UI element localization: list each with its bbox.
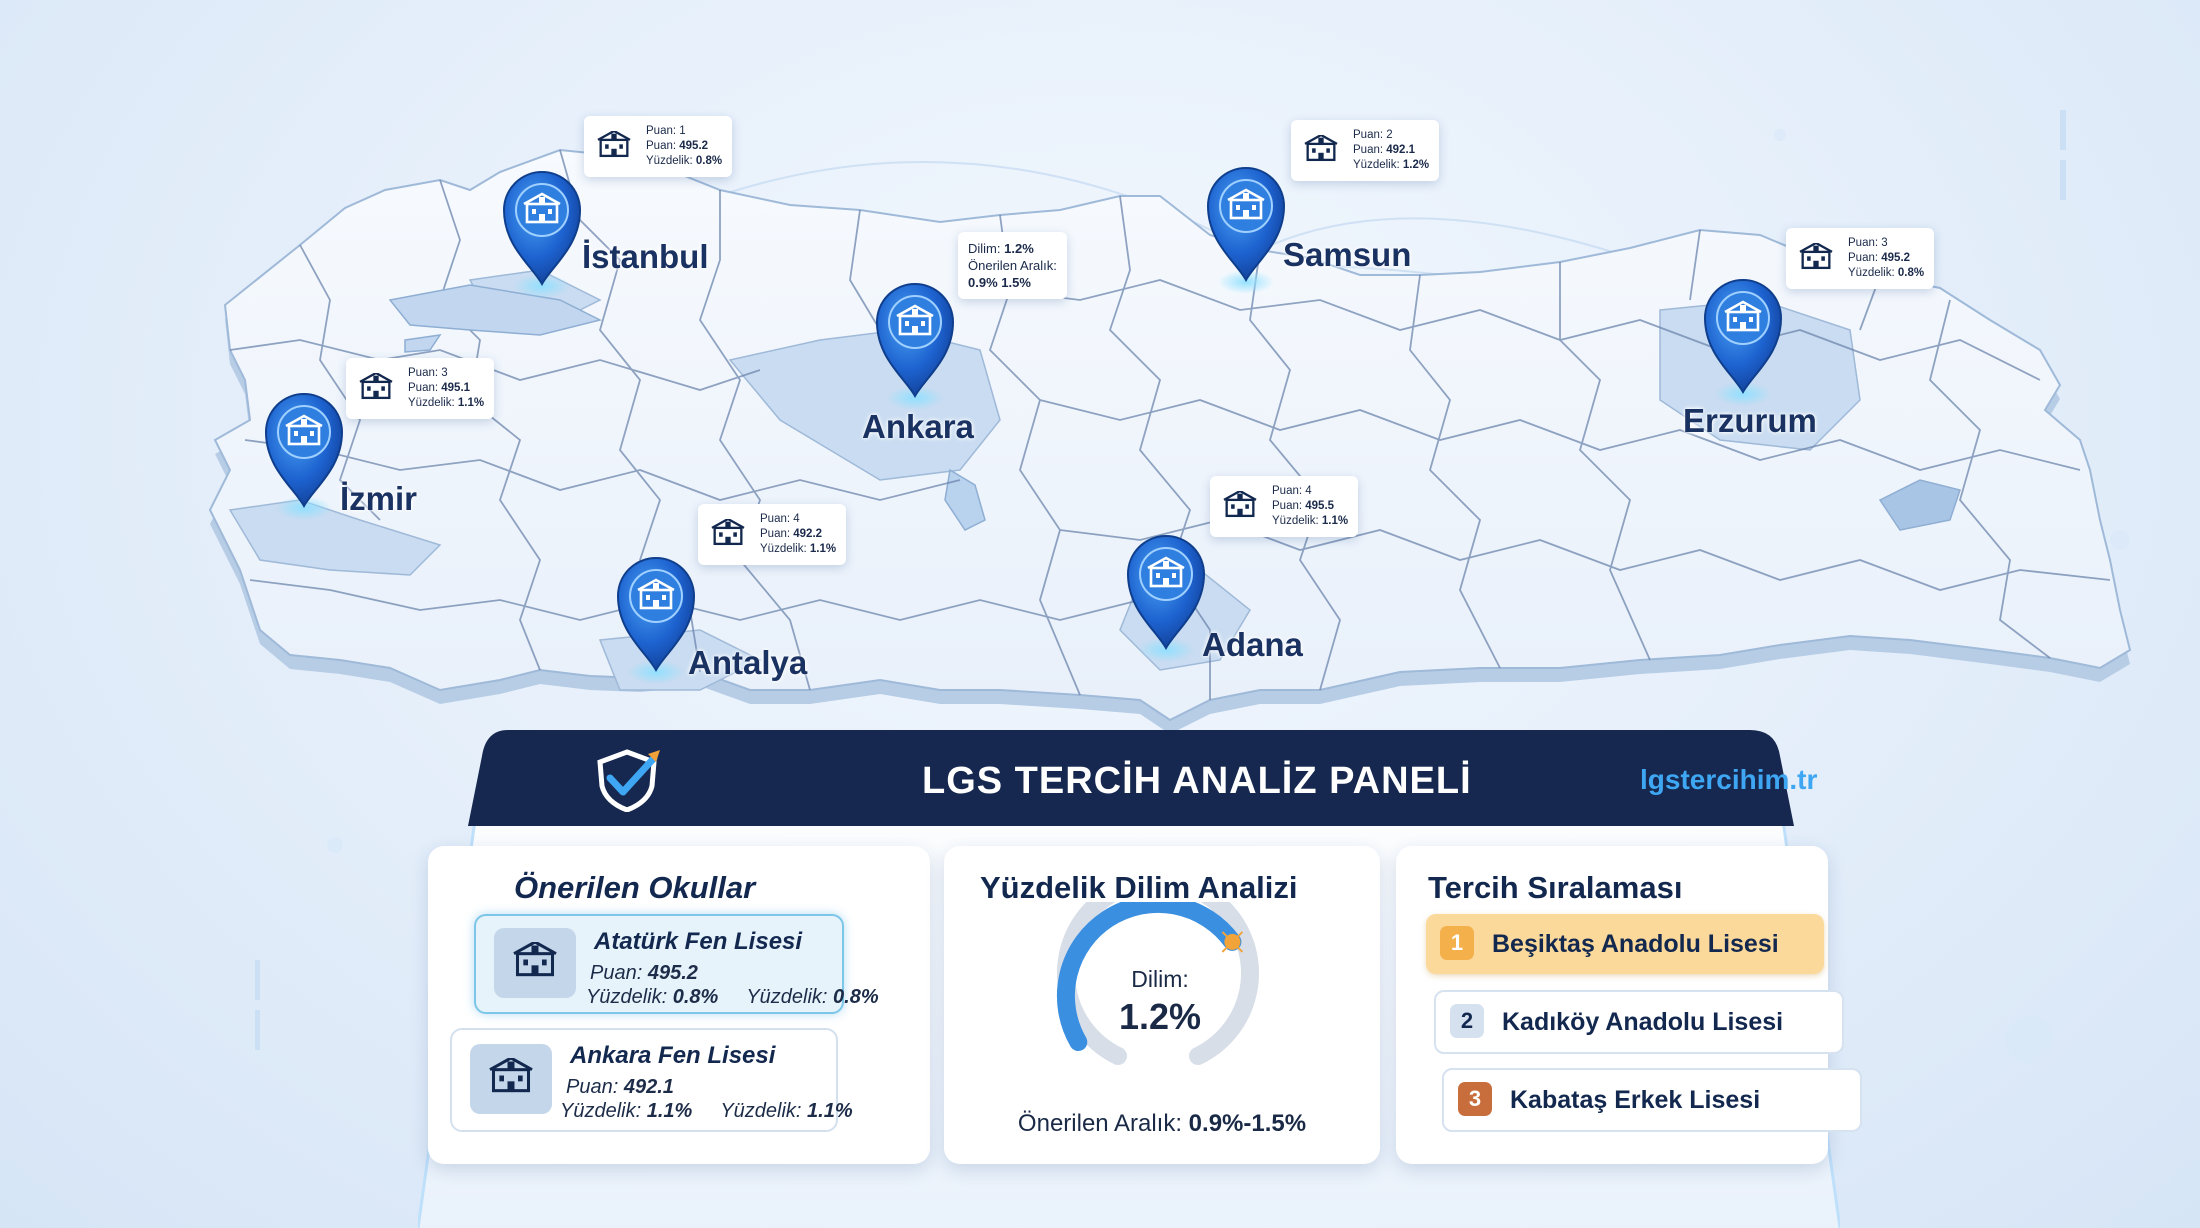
rank-label: Kabataş Erkek Lisesi — [1510, 1086, 1761, 1114]
callout-line-2: Puan: 495.1 — [408, 382, 471, 394]
callout-samsun: Puan: 2 Puan: 492.1 Yüzdelik: 1.2% — [1291, 120, 1440, 181]
ranking-item-2[interactable]: 2 Kadıköy Anadolu Lisesi — [1434, 990, 1844, 1054]
city-label-istanbul: İstanbul — [582, 238, 709, 275]
callout-line-1: Puan: 4 — [1272, 485, 1312, 497]
school-item-1[interactable]: Atatürk Fen Lisesi Puan: 495.2 Yüzdelik:… — [474, 914, 879, 1014]
callout-line-3: Yüzdelik: 1.1% — [760, 543, 837, 555]
callout-line-1: Puan: 2 — [1353, 129, 1393, 141]
ranking-item-3[interactable]: 3 Kabataş Erkek Lisesi — [1442, 1068, 1862, 1132]
city-label-erzurum: Erzurum — [1683, 402, 1817, 439]
callout-line-2: Puan: 495.2 — [1848, 252, 1911, 264]
school-name: Atatürk Fen Lisesi — [594, 928, 803, 955]
recommended-range: Önerilen Aralık: 0.9%-1.5% — [1017, 1110, 1307, 1137]
ranking-item-1[interactable]: 1 Beşiktaş Anadolu Lisesi — [1426, 914, 1824, 974]
percentile-analysis-card: Yüzdelik Dilim Analizi Dilim: 1.2% Öneri… — [944, 846, 1380, 1164]
callout-line-3: Yüzdelik: 1.1% — [1272, 515, 1349, 527]
callout-erzurum: Puan: 3 Puan: 495.2 Yüzdelik: 0.8% — [1786, 228, 1935, 289]
card-title: Tercih Sıralaması — [1428, 870, 1683, 905]
card-title: Önerilen Okullar — [514, 870, 756, 905]
rank-number: 3 — [1458, 1082, 1492, 1116]
gauge-marker — [1221, 931, 1244, 953]
card-title: Yüzdelik Dilim Analizi — [980, 870, 1298, 905]
city-label-adana: Adana — [1202, 626, 1303, 663]
pin-ankara[interactable] — [875, 283, 955, 410]
recommended-schools-card: Önerilen Okullar Atatürk Fen Lisesi Puan… — [428, 846, 930, 1164]
callout-line-1: Puan: 4 — [760, 513, 800, 525]
callout-istanbul: Puan: 1 Puan: 495.2 Yüzdelik: 0.8% — [584, 116, 733, 177]
school-building-icon — [494, 928, 576, 998]
callout-line-1: Puan: 3 — [1848, 237, 1888, 249]
callout-ankara: Dilim: 1.2% Önerilen Aralık: 0.9% 1.5% — [958, 232, 1067, 299]
callout-line-1: Dilim: 1.2% — [968, 241, 1034, 256]
school-building-icon — [597, 130, 631, 157]
school-item-2[interactable]: Ankara Fen Lisesi Puan: 492.1 Yüzdelik: … — [450, 1028, 853, 1132]
callout-line-1: Puan: 3 — [408, 367, 448, 379]
callout-line-3: Yüzdelik: 1.2% — [1353, 159, 1430, 171]
pin-istanbul[interactable] — [502, 171, 582, 298]
school-building-icon — [359, 372, 393, 399]
panel-header: LGS TERCİH ANALİZ PANELİ lgstercihim.tr — [482, 730, 1817, 826]
map-pins — [264, 167, 1783, 684]
city-label-izmir: İzmir — [340, 480, 418, 517]
pin-erzurum[interactable] — [1703, 279, 1783, 406]
school-percentile: Yüzdelik: 0.8%Yüzdelik: 0.8% — [586, 986, 879, 1008]
school-score: Puan: 492.1 — [566, 1076, 674, 1098]
shield-check-logo-icon — [597, 749, 660, 812]
pin-izmir[interactable] — [264, 393, 344, 520]
panel-title: LGS TERCİH ANALİZ PANELİ — [922, 760, 1472, 802]
callout-line-3: Yüzdelik: 1.1% — [408, 397, 485, 409]
rank-label: Kadıköy Anadolu Lisesi — [1502, 1008, 1784, 1036]
school-percentile: Yüzdelik: 1.1%Yüzdelik: 1.1% — [560, 1100, 853, 1122]
callout-line-3: Yüzdelik: 0.8% — [646, 155, 723, 167]
callout-adana: Puan: 4 Puan: 495.5 Yüzdelik: 1.1% — [1210, 476, 1359, 537]
rank-label: Beşiktaş Anadolu Lisesi — [1492, 930, 1779, 958]
city-label-ankara: Ankara — [862, 408, 974, 445]
callout-izmir: Puan: 3 Puan: 495.1 Yüzdelik: 1.1% — [346, 358, 495, 419]
callout-line-2: Önerilen Aralık: — [968, 258, 1057, 273]
school-score: Puan: 495.2 — [590, 962, 698, 984]
pin-antalya[interactable] — [616, 557, 696, 684]
dilim-label: Dilim: — [1131, 966, 1189, 992]
callout-line-1: Puan: 1 — [646, 125, 686, 137]
callout-line-2: Puan: 495.2 — [646, 140, 709, 152]
rank-number: 2 — [1450, 1004, 1484, 1038]
school-building-icon — [1223, 490, 1257, 517]
school-building-icon — [470, 1044, 552, 1114]
callout-line-2: Puan: 492.1 — [1353, 144, 1416, 156]
site-link[interactable]: lgstercihim.tr — [1640, 764, 1818, 795]
percentile-gauge — [1056, 902, 1259, 1065]
callout-line-2: Puan: 492.2 — [760, 528, 823, 540]
preference-ranking-card: Tercih Sıralaması 1 Beşiktaş Anadolu Lis… — [1396, 846, 1862, 1164]
pin-adana[interactable] — [1126, 535, 1206, 662]
school-name: Ankara Fen Lisesi — [570, 1042, 776, 1069]
school-building-icon — [711, 518, 745, 545]
callout-line-3: Yüzdelik: 0.8% — [1848, 267, 1925, 279]
dilim-value: 1.2% — [1118, 996, 1202, 1037]
school-building-icon — [1799, 242, 1833, 269]
pin-samsun[interactable] — [1206, 167, 1286, 294]
callout-line-3: 0.9% 1.5% — [968, 275, 1031, 290]
school-building-icon — [1304, 134, 1338, 161]
rank-number: 1 — [1440, 926, 1474, 960]
city-label-antalya: Antalya — [688, 644, 808, 681]
city-label-samsun: Samsun — [1283, 236, 1412, 273]
callout-antalya: Puan: 4 Puan: 492.2 Yüzdelik: 1.1% — [698, 504, 847, 565]
callout-line-2: Puan: 495.5 — [1272, 500, 1335, 512]
analysis-panel: LGS TERCİH ANALİZ PANELİ lgstercihim.tr … — [418, 730, 1862, 1228]
